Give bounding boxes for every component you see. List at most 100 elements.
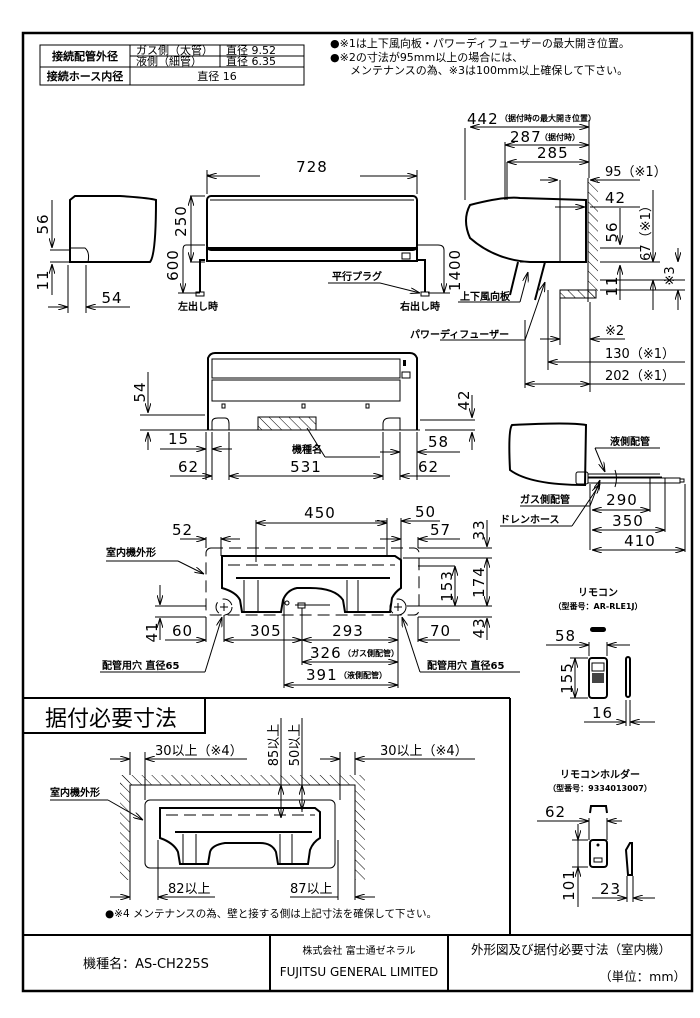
bottom-dim-42: 42 <box>455 389 473 410</box>
bottom-dim-58: 58 <box>428 433 449 451</box>
pipe-dim-410: 410 <box>624 532 656 550</box>
clearance-outline-label: 室内機外形 <box>50 786 100 799</box>
plate-dim-174: 174 <box>470 566 488 598</box>
left-out-label: 左出し時 <box>177 300 218 313</box>
plate-dim-450: 450 <box>304 504 336 522</box>
clearance-left-30: 30以上（※4） <box>155 744 243 759</box>
gas-pipe-label: ガス側配管 <box>520 493 570 506</box>
plate-dim-391-note: （液側配管） <box>339 670 387 680</box>
remote-holder-view: リモコンホルダー （型番号：9334013007） 62 101 23 <box>537 768 655 907</box>
hose-id-value: 直径 16 <box>197 69 237 83</box>
remote-control-view: リモコン （型番号：AR-RLE1J） 58 155 16 <box>546 587 655 726</box>
drawing-frame <box>21 31 694 993</box>
left-dim-11: 11 <box>34 269 52 290</box>
front-dim-250: 250 <box>172 205 190 237</box>
liquid-side-value: 直径 6.35 <box>226 54 276 68</box>
clearance-mounting-plate <box>159 807 321 865</box>
bottom-dim-62-right: 62 <box>418 458 439 476</box>
diffuser-label: パワーディフューザー <box>410 328 509 341</box>
model-name-label: 機種名 <box>292 443 322 456</box>
plate-dim-326: 326 <box>310 644 342 662</box>
bottom-dim-15: 15 <box>168 430 189 448</box>
mounting-plate <box>221 555 402 613</box>
front-dim-1400: 1400 <box>446 249 464 291</box>
holder-dim-23: 23 <box>600 880 621 898</box>
clearance-top-85: 85以上 <box>267 724 282 767</box>
note-2-line-2: メンテナンスの為、※3は100mm以上確保して下さい。 <box>350 63 628 77</box>
remote-dim-58: 58 <box>555 627 576 645</box>
plate-dim-52: 52 <box>172 521 193 539</box>
right-dim-442-note: （据付時の最大開き位置） <box>500 113 596 123</box>
top-wall-hatch <box>120 775 355 785</box>
plate-dim-153: 153 <box>438 570 456 602</box>
notes: ●※1は上下風向板・パワーディフューザーの最大開き位置。 ●※2の寸法が95mm… <box>330 36 630 77</box>
pipe-dim-290: 290 <box>606 491 638 509</box>
remote-dim-16: 16 <box>592 704 613 722</box>
install-clearance-section: 据付必要寸法 30以上（※4） 30以上（※4） 85以上 50以上 <box>23 697 511 935</box>
right-dim-56: 56 <box>603 221 621 242</box>
gas-side-label: ガス側（太管） <box>136 43 213 57</box>
plate-dim-33: 33 <box>470 519 488 540</box>
liquid-pipe-label: 液側配管 <box>610 435 650 448</box>
plate-dim-326-note: （ガス側配管） <box>343 648 399 658</box>
right-dim-285: 285 <box>537 144 569 162</box>
front-dim-728: 728 <box>296 158 328 176</box>
right-dim-11: 11 <box>603 275 621 296</box>
gas-side-value: 直径 9.52 <box>226 43 276 57</box>
left-side-view: 56 11 54 <box>34 195 158 313</box>
mounting-plate-view: 室内機外形 450 50 52 57 33 153 174 43 <box>100 503 520 688</box>
plate-dim-57: 57 <box>430 521 451 539</box>
right-side-view: 442 （据付時の最大開き位置） 287 （据付時） 285 95（※1） 42… <box>410 110 685 392</box>
front-view: 728 250 600 左出し時 1400 右出し時 平行プラグ <box>164 158 464 313</box>
plate-dim-41: 41 <box>143 621 161 642</box>
clearance-note-4: ●※4 メンテナンスの為、壁と接する側は上記寸法を確保して下さい。 <box>105 907 437 920</box>
pipe-dim-350: 350 <box>612 512 644 530</box>
clearance-bottom-87: 87以上 <box>290 882 333 897</box>
right-dim-42: 42 <box>605 189 626 207</box>
right-dim-442: 442 <box>467 110 499 128</box>
right-dim-287-note: （据付時） <box>540 132 580 142</box>
install-clearance-title: 据付必要寸法 <box>45 707 177 732</box>
clearance-right-30: 30以上（※4） <box>380 744 468 759</box>
plate-dim-60: 60 <box>172 622 193 640</box>
model-name: 機種名：AS-CH225S <box>83 956 209 972</box>
indoor-unit-outline <box>205 547 420 616</box>
bottom-view: 54 42 機種名 15 58 62 531 62 <box>131 352 475 480</box>
bottom-dim-62-left: 62 <box>178 458 199 476</box>
right-dim-star2: ※2 <box>605 324 624 339</box>
remote-model: （型番号：AR-RLE1J） <box>554 601 643 611</box>
right-dim-95: 95（※1） <box>605 165 667 180</box>
left-dim-54: 54 <box>101 289 122 307</box>
clearance-top-50: 50以上 <box>288 724 303 767</box>
plate-dim-43: 43 <box>470 617 488 638</box>
hose-id-label: 接続ホース内径 <box>47 69 123 83</box>
note-2-line-1: ●※2の寸法が95mm以上の場合には、 <box>330 50 523 64</box>
plate-dim-305: 305 <box>250 622 282 640</box>
remote-title: リモコン <box>578 587 618 599</box>
bottom-dim-531: 531 <box>290 458 322 476</box>
bottom-dim-54: 54 <box>131 381 149 402</box>
clearance-bottom-82: 82以上 <box>168 882 211 897</box>
note-1: ●※1は上下風向板・パワーディフューザーの最大開き位置。 <box>330 36 630 50</box>
holder-dim-62: 62 <box>545 803 566 821</box>
pipe-od-label: 接続配管外径 <box>52 49 118 63</box>
plate-dim-50: 50 <box>415 503 436 521</box>
pipe-hole-right-label: 配管用穴 直径65 <box>427 659 504 672</box>
drawing-title: 外形図及び据付必要寸法（室内機） <box>471 942 671 957</box>
right-dim-287: 287 <box>510 128 542 146</box>
holder-title: リモコンホルダー <box>560 768 640 781</box>
company-name-jp: 株式会社 富士通ゼネラル <box>302 944 415 957</box>
left-dim-56: 56 <box>34 213 52 234</box>
company-name-en: FUJITSU GENERAL LIMITED <box>280 965 439 979</box>
plate-dim-391: 391 <box>306 666 338 684</box>
right-dim-202: 202（※1） <box>605 369 675 384</box>
drain-hose-label: ドレンホース <box>500 514 560 526</box>
right-dim-67: 67（※1） <box>639 199 654 261</box>
left-wall-hatch <box>120 775 130 880</box>
liquid-side-label: 液側（細管） <box>136 54 202 68</box>
plate-dim-293: 293 <box>332 622 364 640</box>
louver-label: 上下風向板 <box>460 290 511 303</box>
holder-model: （型番号：9334013007） <box>548 783 652 793</box>
title-block: 機種名：AS-CH225S 株式会社 富士通ゼネラル FUJITSU GENER… <box>23 934 692 991</box>
